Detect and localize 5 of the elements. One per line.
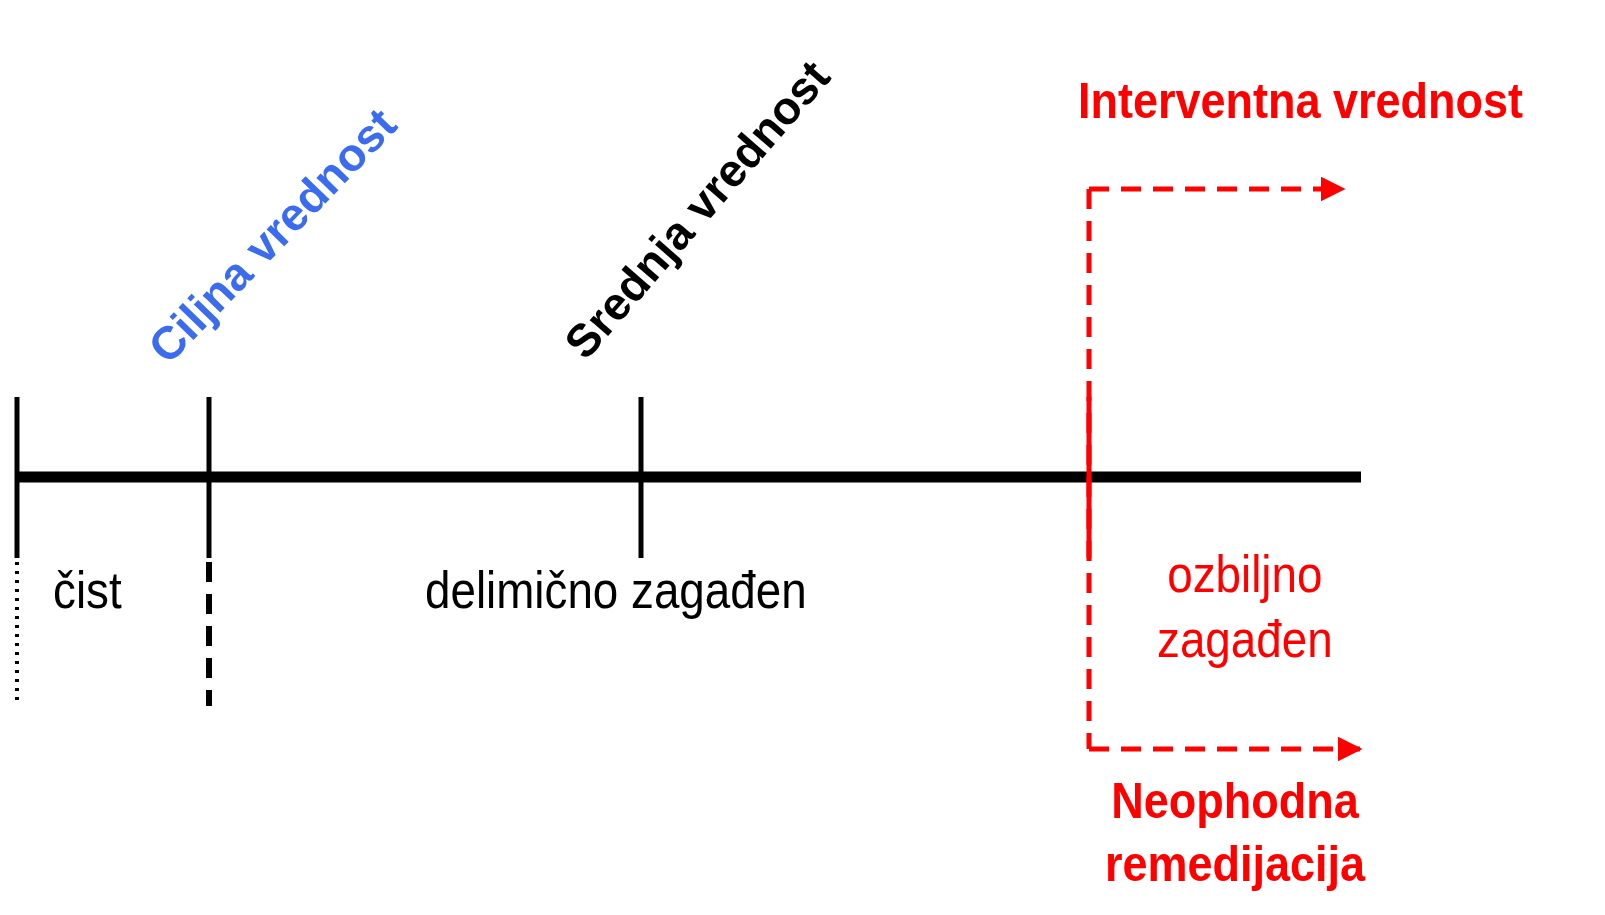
action-label: Neophodna remedijacija (1103, 772, 1367, 894)
zone-label: čist (53, 560, 122, 621)
threshold-label: Interventna vrednost (1078, 72, 1524, 131)
zone-label: delimično zagađen (425, 560, 807, 621)
zone-label: ozbiljno zagađen (1156, 544, 1334, 670)
